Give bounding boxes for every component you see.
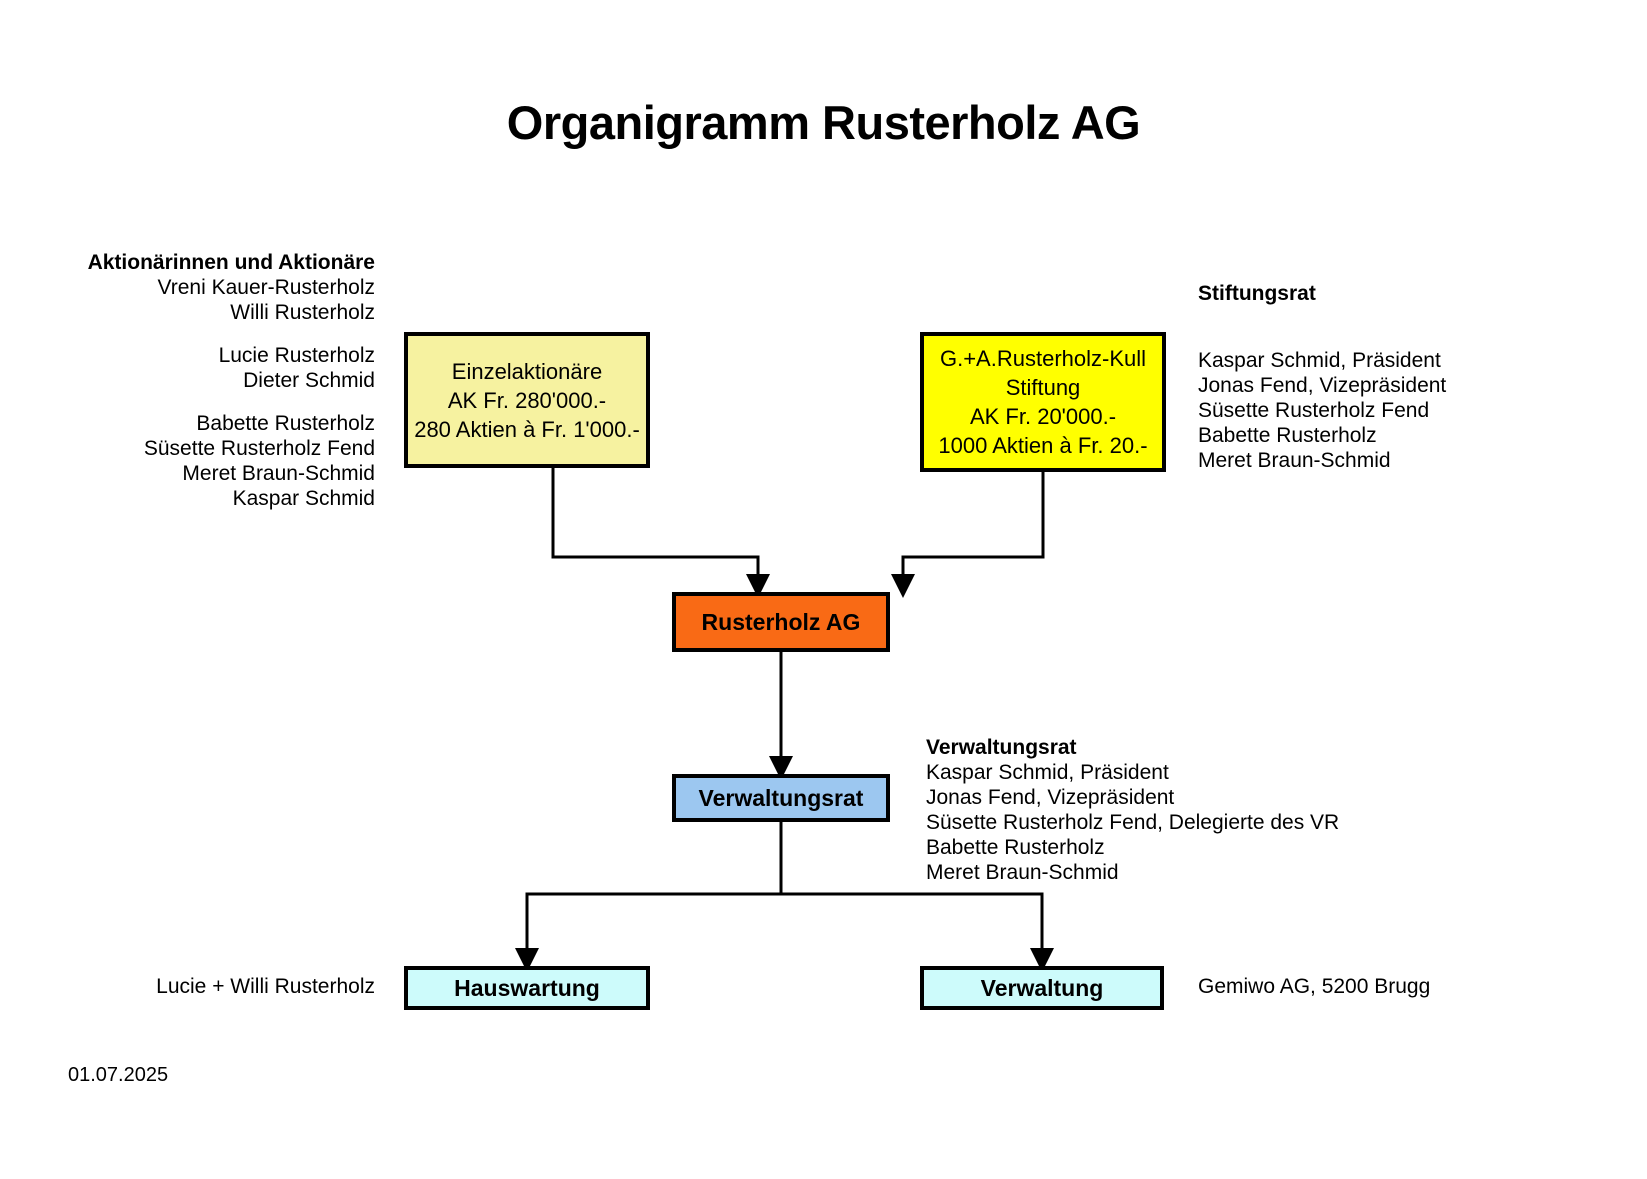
box-line: AK Fr. 280'000.- [447, 387, 607, 413]
shareholder-name: Meret Braun-Schmid [182, 462, 375, 485]
box-rusterholz-ag-label: Rusterholz AG [701, 608, 861, 635]
box-line: 1000 Aktien à Fr. 20.- [938, 433, 1148, 458]
stiftungsrat-list: Stiftungsrat Kaspar Schmid, Präsident Jo… [1198, 281, 1618, 473]
list-spacer [0, 393, 375, 411]
box-stiftung-text: G.+A.Rusterholz-Kull Stiftung AK Fr. 20'… [930, 344, 1156, 460]
stiftungsrat-member: Babette Rusterholz [1198, 424, 1377, 447]
caption-verwaltung: Gemiwo AG, 5200 Brugg [1198, 975, 1431, 998]
shareholder-name: Willi Rusterholz [230, 301, 375, 324]
shareholder-name: Süsette Rusterholz Fend [143, 437, 375, 460]
box-line: Einzelaktionäre [451, 358, 603, 384]
shareholder-name: Babette Rusterholz [196, 412, 375, 435]
shareholder-name: Vreni Kauer-Rusterholz [157, 276, 376, 299]
box-einzelaktionaere-text: Einzelaktionäre AK Fr. 280'000.- 280 Akt… [414, 357, 640, 444]
box-hauswartung-label: Hauswartung [454, 974, 600, 1001]
stiftungsrat-member: Meret Braun-Schmid [1198, 449, 1391, 472]
stiftungsrat-heading: Stiftungsrat [1198, 282, 1316, 305]
shareholders-heading: Aktionärinnen und Aktionäre [87, 251, 375, 274]
verwaltungsrat-member: Babette Rusterholz [926, 836, 1105, 859]
box-verwaltung-label: Verwaltung [980, 974, 1104, 1001]
stiftungsrat-member: Süsette Rusterholz Fend [1198, 399, 1430, 422]
box-verwaltung[interactable]: Verwaltung [920, 966, 1164, 1010]
box-hauswartung[interactable]: Hauswartung [404, 966, 650, 1010]
list-spacer [1198, 306, 1618, 348]
shareholder-name: Dieter Schmid [243, 369, 375, 392]
verwaltungsrat-member: Meret Braun-Schmid [926, 861, 1119, 884]
stiftungsrat-member: Kaspar Schmid, Präsident [1198, 349, 1441, 372]
box-stiftung[interactable]: G.+A.Rusterholz-Kull Stiftung AK Fr. 20'… [920, 332, 1166, 472]
shareholder-name: Kaspar Schmid [232, 487, 375, 510]
box-line: 280 Aktien à Fr. 1'000.- [414, 416, 640, 442]
verwaltungsrat-heading: Verwaltungsrat [926, 736, 1077, 759]
caption-hauswartung: Lucie + Willi Rusterholz [156, 975, 375, 998]
box-line: G.+A.Rusterholz-Kull Stiftung [939, 346, 1147, 400]
box-verwaltungsrat-label: Verwaltungsrat [698, 784, 864, 811]
list-spacer [0, 325, 375, 343]
box-rusterholz-ag[interactable]: Rusterholz AG [672, 592, 890, 652]
verwaltungsrat-member: Jonas Fend, Vizepräsident [926, 786, 1175, 809]
verwaltungsrat-member: Süsette Rusterholz Fend, Delegierte des … [926, 811, 1340, 834]
shareholders-list: Aktionärinnen und Aktionäre Vreni Kauer-… [0, 250, 375, 511]
box-verwaltungsrat[interactable]: Verwaltungsrat [672, 774, 890, 822]
verwaltungsrat-member: Kaspar Schmid, Präsident [926, 761, 1169, 784]
footer-date: 01.07.2025 [68, 1064, 169, 1086]
box-einzelaktionaere[interactable]: Einzelaktionäre AK Fr. 280'000.- 280 Akt… [404, 332, 650, 468]
shareholder-name: Lucie Rusterholz [218, 344, 375, 367]
box-line: AK Fr. 20'000.- [969, 404, 1117, 429]
verwaltungsrat-member-list: Verwaltungsrat Kaspar Schmid, Präsident … [926, 735, 1446, 885]
page-title: Organigramm Rusterholz AG [506, 96, 1141, 149]
stiftungsrat-member: Jonas Fend, Vizepräsident [1198, 374, 1447, 397]
